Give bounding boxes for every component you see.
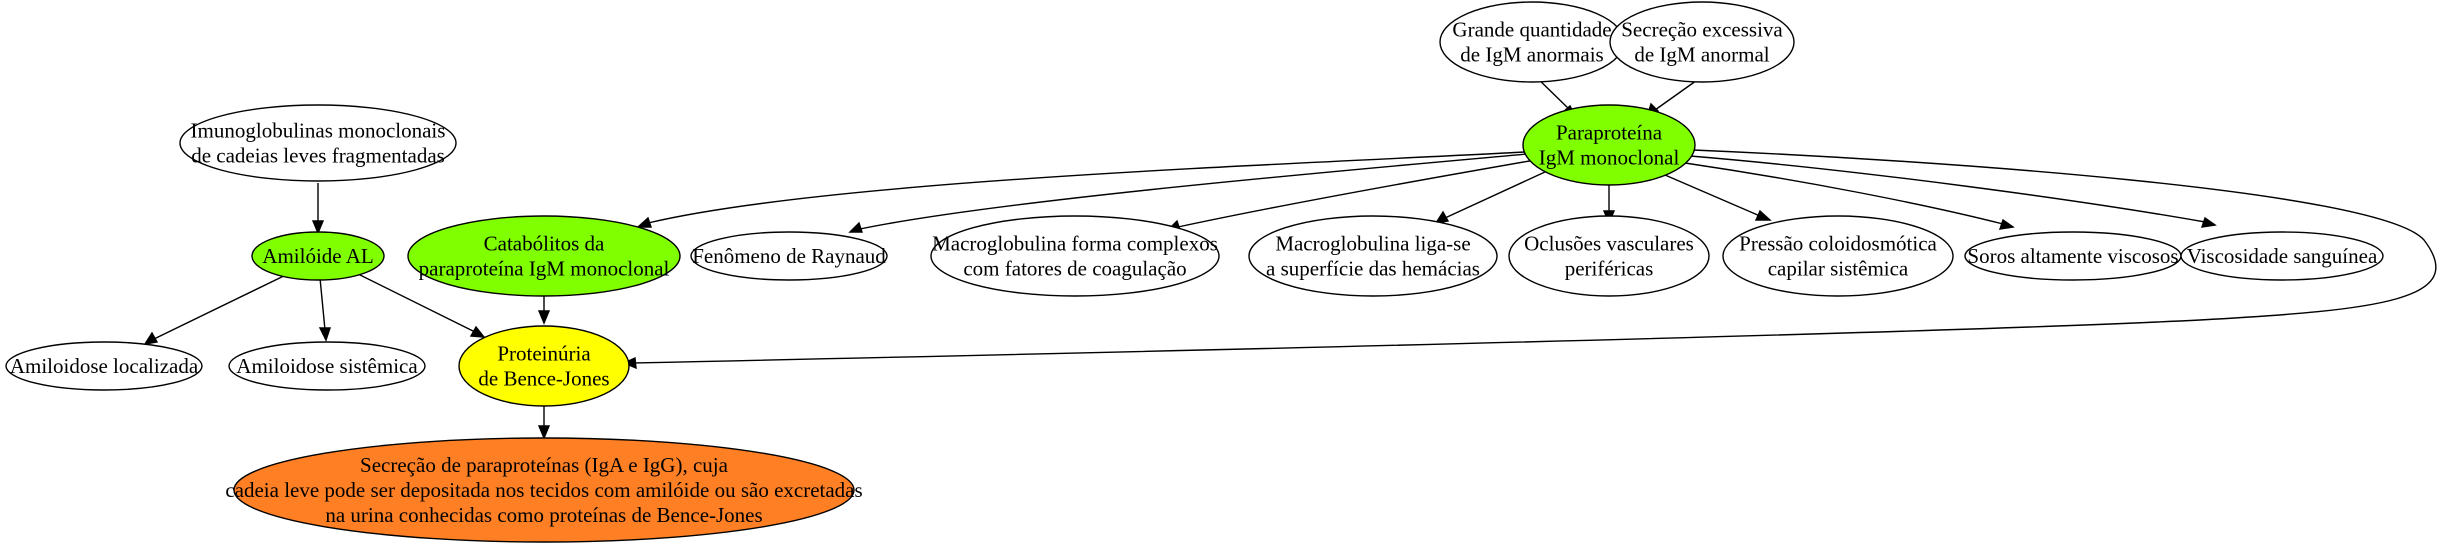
edge-paraproteina-to-proteinuria	[622, 149, 2437, 370]
node-imunoglobulinas-shape	[179, 104, 457, 182]
edge-imunoglobulinas-to-amiloide-al	[311, 183, 325, 235]
node-label-line: Proteinúria	[497, 342, 591, 366]
node-pressao-coloidosmotica-shape	[1722, 215, 1954, 297]
edge-paraproteina-to-viscosidade	[1689, 155, 2217, 228]
edge-paraproteina-to-raynaud	[848, 153, 1528, 233]
node-label-line: paraproteína IgM monoclonal	[419, 257, 670, 281]
node-label-line: cadeia leve pode ser depositada nos teci…	[225, 478, 862, 502]
node-label-line: de IgM anormais	[1460, 43, 1603, 67]
node-viscosidade-sanguinea-shape	[2180, 231, 2384, 281]
node-label-line: Viscosidade sanguínea	[2187, 244, 2378, 268]
node-secrecao-paraproteinas-shape	[233, 437, 855, 543]
edge-paraproteina-to-pressao	[1664, 174, 1772, 221]
node-label-line: Grande quantidade	[1452, 18, 1611, 42]
node-catabolitos-shape	[407, 215, 681, 297]
node-fenomeno-raynaud[interactable]: Fenômeno de Raynaud	[690, 231, 888, 281]
node-oclusoes-vasculares-shape	[1508, 215, 1710, 297]
node-label-line: periféricas	[1565, 257, 1654, 281]
node-proteinuria-bence-jones-shape	[458, 325, 630, 407]
node-secrecao-excessiva-shape	[1609, 1, 1795, 83]
edge-proteinuria-to-secrecao-paraproteinas	[537, 403, 551, 440]
node-label-line: capilar sistêmica	[1768, 257, 1909, 281]
node-label-line: com fatores de coagulação	[963, 257, 1186, 281]
node-fenomeno-raynaud-shape	[690, 231, 888, 281]
node-label-line: Secreção excessiva	[1621, 18, 1783, 42]
node-label-line: Amiloidose localizada	[10, 354, 199, 378]
node-label-line: de IgM anormal	[1634, 43, 1769, 67]
node-label-line: Fenômeno de Raynaud	[692, 244, 886, 268]
node-amiloidose-sistemica[interactable]: Amiloidose sistêmica	[228, 341, 426, 391]
node-label-line: Soros altamente viscosos	[1967, 244, 2178, 268]
node-label-line: Catabólitos da	[484, 232, 605, 256]
node-label-line: Pressão coloidosmótica	[1739, 232, 1937, 256]
node-macroglobulina-hemacias-shape	[1248, 215, 1498, 297]
node-viscosidade-sanguinea[interactable]: Viscosidade sanguínea	[2180, 231, 2384, 281]
node-label-line: Amilóide AL	[262, 244, 373, 268]
edge-amiloide-al-to-amiloidose-sistemica	[318, 277, 331, 342]
node-amiloide-al-shape	[251, 231, 385, 281]
edge-paraproteina-to-macroglobulina-hemacias	[1434, 171, 1546, 224]
edge-paraproteina-to-soros	[1684, 162, 2015, 230]
node-soros-viscosos[interactable]: Soros altamente viscosos	[1964, 231, 2182, 281]
node-amiloidose-localizada[interactable]: Amiloidose localizada	[5, 341, 203, 391]
edge-amiloide-al-to-amiloidose-localizada	[143, 271, 293, 345]
edge-amiloide-al-to-proteinuria	[349, 269, 486, 338]
node-label-line: Amiloidose sistêmica	[236, 354, 418, 378]
node-paraproteina-igm-shape	[1522, 104, 1696, 186]
node-label-line: Imunoglobulinas monoclonais	[191, 119, 446, 143]
node-label-line: Macroglobulina forma complexos	[932, 232, 1218, 256]
node-secrecao-paraproteinas[interactable]: Secreção de paraproteínas (IgA e IgG), c…	[225, 437, 863, 543]
node-label-line: IgM monoclonal	[1539, 146, 1680, 170]
edge-paraproteina-to-catabolitos	[636, 151, 1526, 228]
node-amiloide-al[interactable]: Amilóide AL	[251, 231, 385, 281]
node-label-line: Paraproteína	[1556, 121, 1663, 145]
node-label-line: na urina conhecidas como proteínas de Be…	[325, 503, 762, 527]
node-label-line: Secreção de paraproteínas (IgA e IgG), c…	[360, 453, 729, 477]
node-label-line: Macroglobulina liga-se	[1275, 232, 1470, 256]
node-label-line: de cadeias leves fragmentadas	[191, 144, 445, 168]
node-amiloidose-sistemica-shape	[228, 341, 426, 391]
node-label-line: de Bence-Jones	[478, 367, 609, 391]
node-macroglobulina-complexos-shape	[930, 215, 1220, 297]
edges	[143, 72, 2437, 440]
node-amiloidose-localizada-shape	[5, 341, 203, 391]
node-label-line: a superfície das hemácias	[1266, 257, 1480, 281]
node-macroglobulina-hemacias[interactable]: Macroglobulina liga-sea superfície das h…	[1248, 215, 1498, 297]
node-label-line: Oclusões vasculares	[1524, 232, 1694, 256]
